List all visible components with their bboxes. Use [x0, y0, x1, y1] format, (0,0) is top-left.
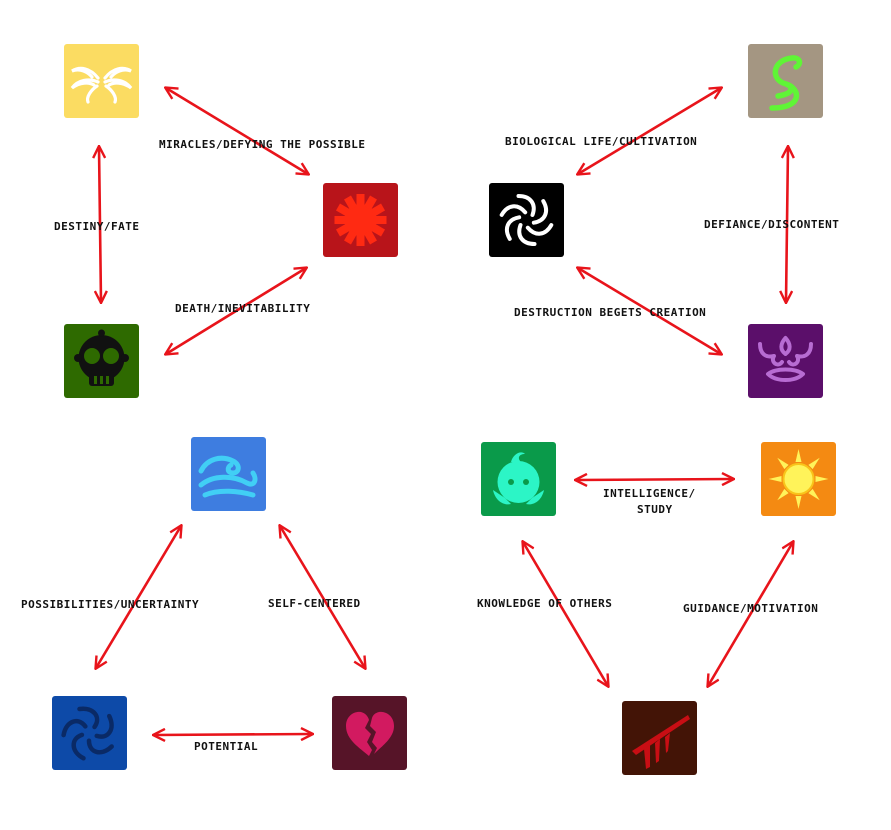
arrow-drop-claw [523, 542, 608, 686]
sun-icon [761, 442, 836, 516]
edge-label-destruction: DESTRUCTION BEGETS CREATION [514, 306, 706, 319]
edge-label-study: STUDY [637, 503, 673, 516]
broken-heart-icon [332, 696, 407, 770]
edge-label-guidance: GUIDANCE/MOTIVATION [683, 602, 818, 615]
mask-face-icon [748, 324, 823, 398]
edge-label-potential: POTENTIAL [194, 740, 258, 753]
arrow-gear-skull [166, 268, 306, 354]
edge-labels: MIRACLES/DEFYING THE POSSIBLE DESTINY/FA… [21, 135, 839, 753]
edge-label-miracles: MIRACLES/DEFYING THE POSSIBLE [159, 138, 366, 151]
arrows [96, 88, 793, 735]
edge-label-destiny: DESTINY/FATE [54, 220, 139, 233]
arrow-whirl-heart [154, 734, 312, 735]
gear-burst-icon [323, 183, 398, 257]
edge-label-knowledge: KNOWLEDGE OF OTHERS [477, 597, 612, 610]
arrow-wings-gear [166, 88, 308, 174]
arrow-wave-whirl [96, 526, 181, 668]
sprout-icon [748, 44, 823, 118]
edge-label-death: DEATH/INEVITABILITY [175, 302, 310, 315]
edge-label-self-centered: SELF-CENTERED [268, 597, 361, 610]
arrow-spiral-mask [578, 268, 721, 354]
arrow-sprout-spiral [578, 88, 721, 174]
wings-icon [64, 44, 139, 118]
arrow-sprout-mask [786, 147, 788, 302]
arrow-wings-skull [99, 147, 101, 302]
arrow-drop-sun [576, 479, 733, 480]
arrow-sun-claw [708, 542, 793, 686]
edge-label-possibilities: POSSIBILITIES/UNCERTAINTY [21, 598, 199, 611]
skull-icon [64, 324, 139, 398]
arrow-wave-heart [280, 526, 365, 668]
edge-label-defiance: DEFIANCE/DISCONTENT [704, 218, 839, 231]
edge-label-biological-life: BIOLOGICAL LIFE/CULTIVATION [505, 135, 697, 148]
edge-label-intelligence: INTELLIGENCE/ [603, 487, 696, 500]
wave-icon [191, 437, 266, 511]
whirlpool-icon [52, 696, 127, 770]
claw-slash-icon [622, 701, 697, 775]
spiral-vortex-icon [489, 183, 564, 257]
flask-drop-icon [481, 442, 556, 516]
